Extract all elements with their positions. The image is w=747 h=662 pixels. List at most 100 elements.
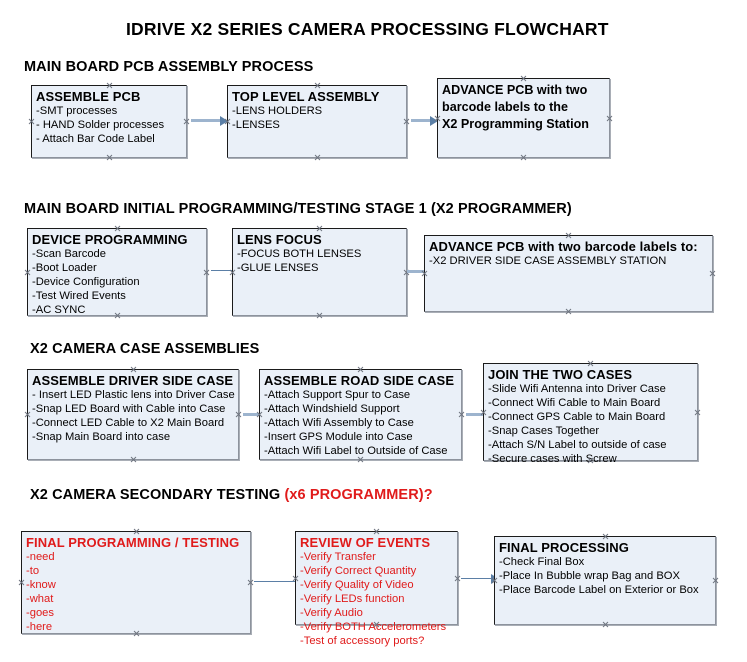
section-title-4-accent: (x6 PROGRAMMER)? [284, 487, 433, 503]
node-line: -LENSES [232, 119, 280, 131]
node-final-processing[interactable]: FINAL PROCESSING -Check Final Box -Place… [494, 536, 716, 625]
node-top-level-assembly[interactable]: TOP LEVEL ASSEMBLY -LENS HOLDERS -LENSES [227, 85, 407, 158]
node-line: -Verify Audio [300, 607, 363, 619]
node-line: -Secure cases with Screw [488, 453, 617, 465]
node-line: -Place In Bubble wrap Bag and BOX [499, 570, 680, 582]
node-header: FINAL PROCESSING [499, 540, 629, 555]
connection-handle-top[interactable] [587, 360, 594, 367]
connection-handle-right[interactable] [183, 118, 190, 125]
node-line: barcode labels to the [442, 100, 568, 114]
node-line: -Check Final Box [499, 556, 585, 568]
section-title-2: MAIN BOARD INITIAL PROGRAMMING/TESTING S… [24, 201, 572, 217]
node-line: - HAND Solder processes [36, 119, 165, 131]
node-header: FINAL PROGRAMMING / TESTING [26, 535, 240, 550]
node-line: -SMT processes [36, 105, 118, 117]
node-line: -Verify Quality of Video [300, 579, 414, 591]
node-line: - Insert LED Plastic lens into Driver Ca… [32, 389, 235, 401]
node-line: -Attach Support Spur to Case [264, 389, 411, 401]
connection-handle-right[interactable] [247, 579, 254, 586]
page-title: IDRIVE X2 SERIES CAMERA PROCESSING FLOWC… [126, 19, 609, 39]
node-line: -goes [26, 607, 54, 619]
connection-handle-left[interactable] [28, 118, 35, 125]
connection-handle-right[interactable] [606, 115, 613, 122]
node-assemble-driver-side-case[interactable]: ASSEMBLE DRIVER SIDE CASE - Insert LED P… [27, 369, 239, 460]
node-line-overflow: -Test of accessory ports? [300, 635, 425, 647]
node-line: -Test Wired Events [32, 290, 126, 302]
connection-handle-right[interactable] [454, 575, 461, 582]
connection-handle-right[interactable] [694, 409, 701, 416]
connection-handle-left[interactable] [24, 411, 31, 418]
node-line: -Snap Cases Together [488, 425, 600, 437]
node-line: -Connect Wifi Cable to Main Board [488, 397, 661, 409]
node-line: -GLUE LENSES [237, 262, 319, 274]
connection-handle-top[interactable] [314, 82, 321, 89]
connection-handle-bottom[interactable] [106, 154, 113, 161]
connection-handle-bottom[interactable] [602, 621, 609, 628]
connection-handle-top[interactable] [130, 366, 137, 373]
node-advance-pcb-driver-case[interactable]: ADVANCE PCB with two barcode labels to: … [424, 235, 713, 312]
connection-handle-right[interactable] [712, 577, 719, 584]
node-lens-focus[interactable]: LENS FOCUS -FOCUS BOTH LENSES -GLUE LENS… [232, 228, 407, 316]
connection-handle-top[interactable] [114, 225, 121, 232]
connection-handle-bottom[interactable] [520, 154, 527, 161]
connection-handle-top[interactable] [373, 528, 380, 535]
node-line: -Attach Windshield Support [264, 403, 400, 415]
connection-handle-top[interactable] [602, 533, 609, 540]
node-join-the-two-cases[interactable]: JOIN THE TWO CASES -Slide Wifi Antenna i… [483, 360, 701, 465]
connection-handle-top[interactable] [520, 75, 527, 82]
node-line: -to [26, 565, 40, 577]
node-line: -Verify Correct Quantity [300, 565, 417, 577]
connector-final-programming-to-review [254, 576, 303, 587]
connection-handle-top[interactable] [316, 225, 323, 232]
connector-road-case-to-join [466, 409, 491, 420]
node-assemble-pcb[interactable]: ASSEMBLE PCB -SMT processes - HAND Solde… [31, 85, 187, 158]
connection-handle-top[interactable] [133, 528, 140, 535]
node-header: LENS FOCUS [237, 232, 322, 247]
node-line: -AC SYNC [32, 304, 86, 316]
node-line: -here [26, 621, 53, 633]
node-assemble-road-side-case[interactable]: ASSEMBLE ROAD SIDE CASE -Attach Support … [259, 369, 462, 460]
connection-handle-bottom[interactable] [130, 456, 137, 463]
node-header: JOIN THE TWO CASES [488, 367, 633, 382]
connection-handle-right[interactable] [403, 118, 410, 125]
connection-handle-right[interactable] [203, 269, 210, 276]
node-header: ASSEMBLE PCB [36, 89, 141, 104]
node-advance-pcb-station[interactable]: ADVANCE PCB with two barcode labels to t… [437, 78, 610, 158]
node-line: -know [26, 579, 56, 591]
node-line: -Insert GPS Module into Case [264, 431, 413, 443]
node-line: - Attach Bar Code Label [36, 133, 155, 145]
node-line: -Verify BOTH Accelerometers [300, 621, 447, 633]
section-title-3: X2 CAMERA CASE ASSEMBLIES [30, 341, 260, 357]
connection-handle-bottom[interactable] [316, 312, 323, 319]
node-line: -need [26, 551, 55, 563]
connection-handle-right[interactable] [458, 411, 465, 418]
connection-handle-left[interactable] [18, 579, 25, 586]
node-line: -Slide Wifi Antenna into Driver Case [488, 383, 666, 395]
connection-handle-top[interactable] [106, 82, 113, 89]
node-header: REVIEW OF EVENTS [300, 535, 431, 550]
connection-handle-top[interactable] [565, 232, 572, 239]
node-line: -Boot Loader [32, 262, 97, 274]
node-final-programming-testing[interactable]: FINAL PROGRAMMING / TESTING -need -to -k… [21, 531, 251, 634]
connector-pcb-to-top-level [191, 115, 228, 126]
connection-handle-top[interactable] [357, 366, 364, 373]
connection-handle-bottom[interactable] [314, 154, 321, 161]
node-line: -LENS HOLDERS [232, 105, 323, 117]
connection-handle-right[interactable] [235, 411, 242, 418]
node-review-of-events[interactable]: REVIEW OF EVENTS -Verify Transfer -Verif… [295, 528, 461, 647]
node-line: -Attach Wifi Label to Outside of Case [264, 445, 448, 457]
connection-handle-left[interactable] [24, 269, 31, 276]
node-line: -Verify Transfer [300, 551, 376, 563]
node-line: -Connect GPS Cable to Main Board [488, 411, 666, 423]
connection-handle-right[interactable] [709, 270, 716, 277]
node-line: -Attach S/N Label to outside of case [488, 439, 667, 451]
connector-review-to-final-processing [461, 573, 499, 584]
node-line: -Attach Wifi Assembly to Case [264, 417, 414, 429]
node-device-programming[interactable]: DEVICE PROGRAMMING -Scan Barcode -Boot L… [27, 228, 207, 316]
node-header: ASSEMBLE ROAD SIDE CASE [264, 373, 455, 388]
node-line: -what [26, 593, 54, 605]
connection-handle-bottom[interactable] [565, 308, 572, 315]
node-line: -Connect LED Cable to X2 Main Board [32, 417, 225, 429]
node-line: -Place Barcode Label on Exterior or Box [499, 584, 699, 596]
